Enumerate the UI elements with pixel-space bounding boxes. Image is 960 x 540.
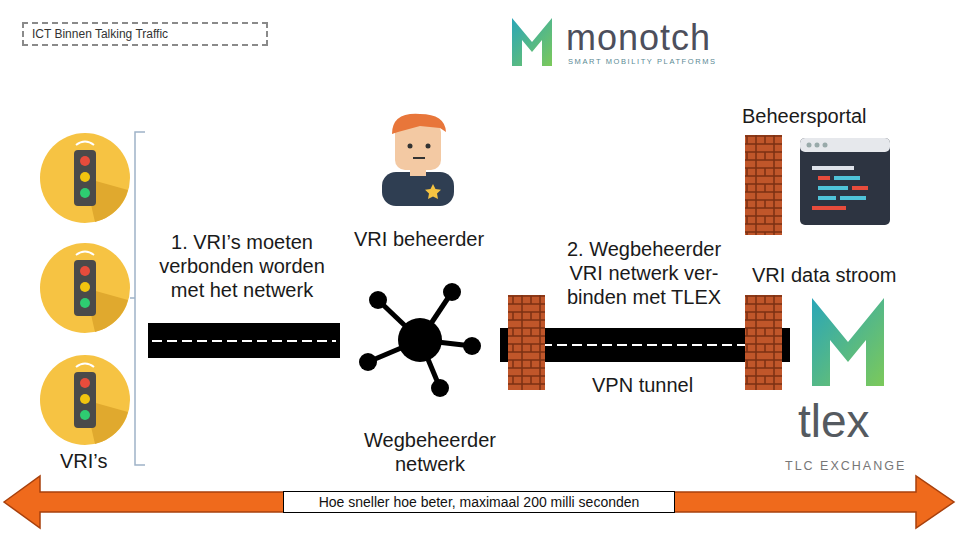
firewall	[745, 295, 782, 390]
network-hub	[359, 283, 481, 397]
logo-tagline: TLC EXCHANGE	[785, 459, 915, 474]
monotch-logo	[512, 18, 552, 66]
traffic-lights	[40, 133, 130, 445]
logo-text: monotch	[566, 16, 736, 59]
step-note: 1. VRI’s moeten verbonden worden met het…	[143, 230, 341, 302]
node-text: ICT Binnen Talking Traffic	[32, 27, 168, 41]
section-tag: ICT Binnen Talking Traffic	[22, 22, 268, 46]
flow-label: VRI data stroom	[752, 263, 922, 287]
tlex-logo	[812, 298, 884, 386]
network-label: Wegbeheerder netwerk	[345, 428, 515, 476]
network-lines	[148, 323, 790, 362]
tunnel-label: VPN tunnel	[592, 373, 722, 397]
device-label: VRI’s	[60, 449, 140, 473]
person-icon	[382, 114, 454, 206]
firewall	[508, 295, 545, 390]
bracket	[130, 132, 145, 465]
portal-screen	[800, 138, 890, 225]
note-box: Hoe sneller hoe beter, maximaal 200 mill…	[283, 491, 675, 513]
step-note: 2. Wegbeheerder VRI netwerk ver- binden …	[551, 237, 737, 309]
logo-text: tlex	[798, 394, 908, 449]
component-label: Beheersportal	[742, 104, 892, 128]
latency-arrow	[4, 476, 954, 528]
node-text: Hoe sneller hoe beter, maximaal 200 mill…	[319, 494, 640, 510]
role-label: VRI beheerder	[354, 227, 504, 251]
logo-tagline: SMART MOBILITY PLATFORMS	[568, 57, 738, 66]
firewall	[745, 135, 782, 235]
